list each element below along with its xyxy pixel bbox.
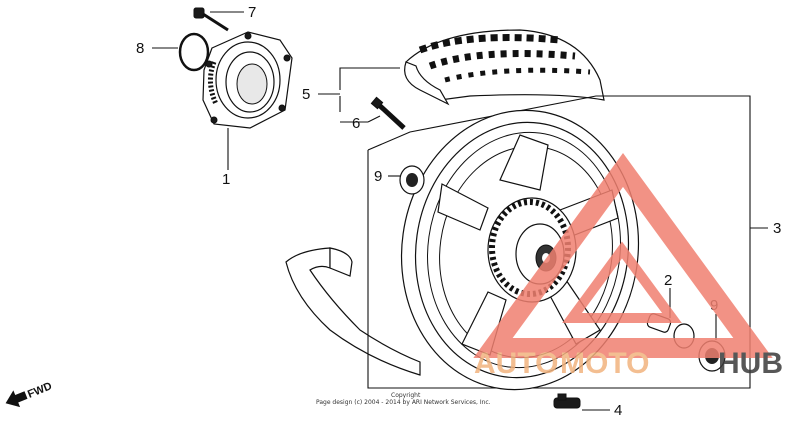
watermark-auto: AUTO [474, 347, 558, 380]
watermark-hub: HUB [718, 347, 783, 380]
fwd-arrow-icon: FWD [5, 380, 54, 408]
callout-6: 6 [352, 115, 360, 132]
watermark-moto: MOTO [560, 347, 649, 380]
copyright-line-1: Copyright [391, 392, 421, 399]
callout-9-upper: 9 [374, 168, 382, 185]
callout-3: 3 [773, 220, 781, 237]
callout-2: 2 [664, 272, 672, 289]
watermark-logo: AUTO MOTO HUB [473, 153, 783, 380]
part-5-tire[interactable] [404, 29, 605, 106]
callout-1: 1 [222, 171, 230, 188]
part-5-tire-lower[interactable] [285, 247, 421, 376]
part-8-o-ring[interactable] [178, 32, 210, 72]
part-6-valve[interactable] [370, 96, 406, 130]
copyright-line-2: Page design (c) 2004 - 2014 by ARI Netwo… [316, 399, 491, 406]
part-4-balance-weight[interactable] [553, 393, 581, 409]
part-1-driven-flange[interactable] [202, 31, 293, 129]
callout-4: 4 [614, 402, 622, 419]
callout-8: 8 [136, 40, 144, 57]
part-7-bolt[interactable] [193, 7, 229, 32]
part-9-bearing-upper[interactable] [399, 165, 425, 195]
fwd-label: FWD [26, 380, 54, 401]
callout-5: 5 [302, 86, 310, 103]
callout-7: 7 [248, 4, 256, 21]
